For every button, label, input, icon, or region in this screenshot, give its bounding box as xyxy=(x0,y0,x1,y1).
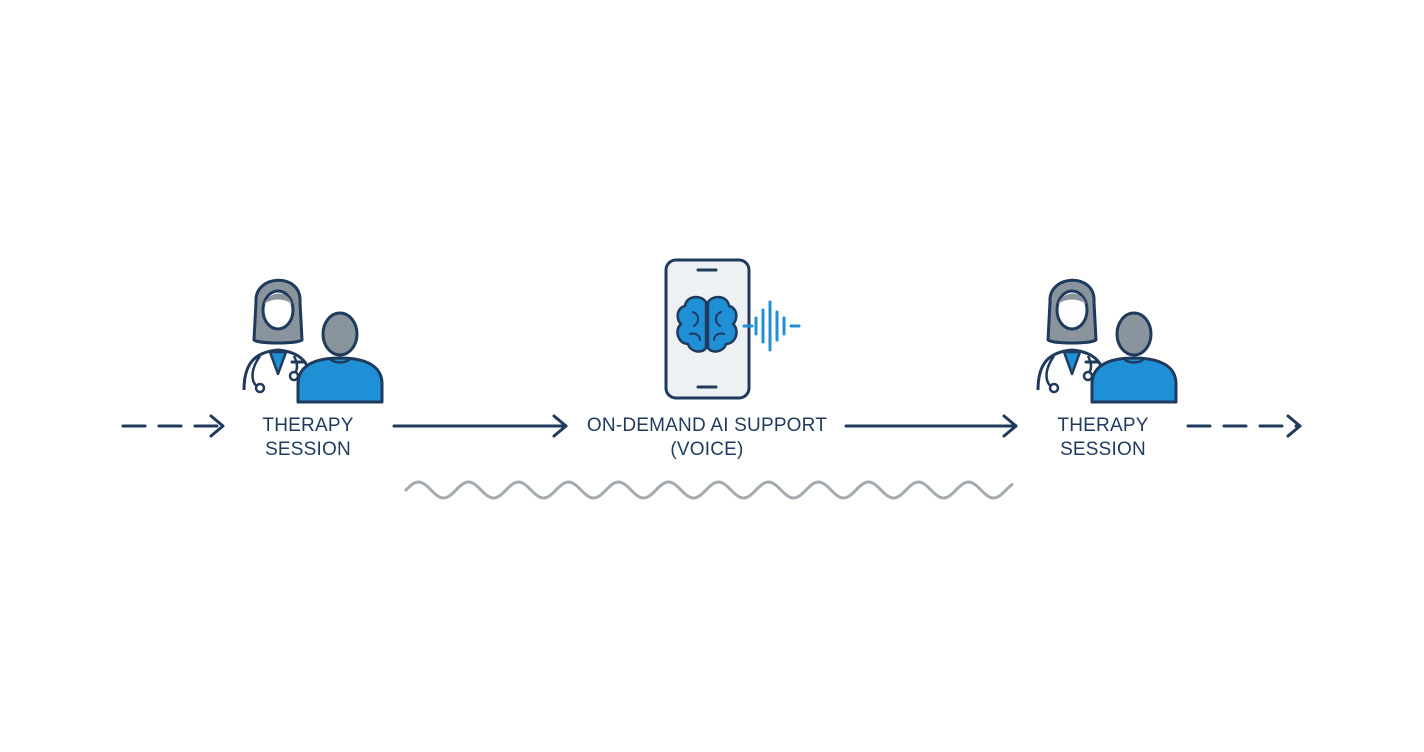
step-label-therapy-session-1: THERAPY SESSION xyxy=(218,414,398,462)
therapy-session-icon xyxy=(242,278,384,404)
arrow-ai-to-therapy xyxy=(844,414,1018,438)
step-label-line2: (VOICE) xyxy=(670,439,744,460)
dashed-arrow-end xyxy=(1186,414,1302,438)
step-label-line1: ON-DEMAND AI SUPPORT xyxy=(586,415,828,436)
step-label-line1: THERAPY xyxy=(1057,415,1149,436)
arrow-therapy-to-ai xyxy=(392,414,568,438)
step-label-line1: THERAPY xyxy=(262,415,354,436)
step-label-ai-support: ON-DEMAND AI SUPPORT (VOICE) xyxy=(567,414,847,462)
step-label-line2: SESSION xyxy=(1060,439,1146,460)
step-label-therapy-session-2: THERAPY SESSION xyxy=(1013,414,1193,462)
therapy-session-icon xyxy=(1036,278,1178,404)
dashed-arrow-start xyxy=(121,414,225,438)
phone-brain-voice-icon xyxy=(664,258,801,400)
brain-icon xyxy=(676,295,738,353)
step-label-line2: SESSION xyxy=(265,439,351,460)
voice-wave-icon xyxy=(742,300,801,352)
continuity-wave-line xyxy=(404,480,1014,500)
